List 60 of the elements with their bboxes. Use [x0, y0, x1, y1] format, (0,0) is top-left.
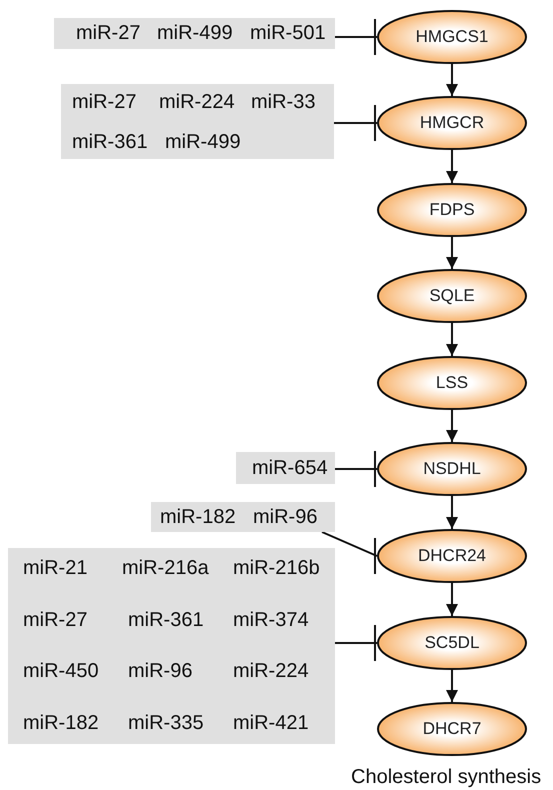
arrow	[446, 670, 458, 702]
inhibition-line	[335, 624, 377, 662]
arrow	[446, 496, 458, 529]
mirna-label: miR-27	[72, 91, 136, 113]
mirna-label: miR-182	[160, 506, 236, 528]
mirna-label: miR-96	[128, 660, 192, 682]
mirna-label: miR-33	[251, 91, 316, 113]
mirna-label: miR-27	[76, 22, 140, 44]
gene-ellipse	[377, 183, 527, 237]
arrow	[446, 64, 458, 96]
arrow	[446, 150, 458, 183]
gene-label: DHCR7	[422, 719, 482, 739]
mirna-label: miR-27	[23, 609, 88, 631]
mirna-label: miR-224	[233, 660, 309, 682]
mirna-label: miR-182	[23, 712, 99, 734]
gene-label: HMGCR	[418, 113, 486, 133]
gene-ellipse	[377, 96, 527, 150]
gene-ellipse	[377, 616, 527, 670]
mirna-panel	[8, 548, 335, 744]
gene-ellipse	[377, 269, 527, 323]
mirna-label: miR-499	[157, 22, 233, 44]
gene-ellipse	[377, 442, 527, 496]
gene-ellipse	[377, 356, 527, 410]
gene-label: DHCR24	[416, 546, 488, 566]
gene-label: HMGCS1	[414, 27, 490, 47]
gene-ellipse	[377, 529, 527, 583]
inhibition-line	[335, 18, 377, 56]
gene-label: SC5DL	[424, 633, 480, 653]
arrow	[446, 237, 458, 269]
mirna-panel	[61, 84, 334, 159]
mirna-label: miR-216b	[233, 557, 320, 579]
mirna-label: miR-224	[159, 91, 235, 113]
mirna-label: miR-450	[23, 660, 99, 682]
mirna-label: miR-335	[128, 712, 204, 734]
mirna-label: miR-96	[253, 506, 318, 528]
gene-label: SQLE	[428, 286, 476, 306]
arrow	[446, 323, 458, 356]
mirna-label: miR-21	[23, 557, 88, 579]
mirna-label: miR-501	[250, 22, 326, 44]
mirna-panel	[151, 502, 335, 532]
gene-ellipse	[377, 10, 527, 64]
mirna-label: miR-654	[252, 457, 328, 479]
mirna-label: miR-216a	[122, 557, 209, 579]
mirna-panel	[236, 452, 335, 484]
arrow	[446, 410, 458, 442]
inhibition-line	[322, 531, 378, 575]
caption: Cholesterol synthesis	[351, 766, 542, 789]
mirna-panel	[54, 18, 335, 49]
gene-ellipse	[377, 702, 527, 756]
arrow	[446, 583, 458, 616]
mirna-label: miR-361	[72, 131, 148, 153]
gene-label: FDPS	[428, 200, 476, 220]
mirna-label: miR-374	[233, 609, 309, 631]
mirna-label: miR-499	[165, 131, 241, 153]
inhibition-line	[334, 104, 377, 142]
mirna-label: miR-421	[233, 712, 309, 734]
gene-label: LSS	[434, 373, 470, 393]
gene-label: NSDHL	[422, 459, 482, 479]
inhibition-line	[335, 450, 377, 488]
mirna-label: miR-361	[128, 609, 204, 631]
